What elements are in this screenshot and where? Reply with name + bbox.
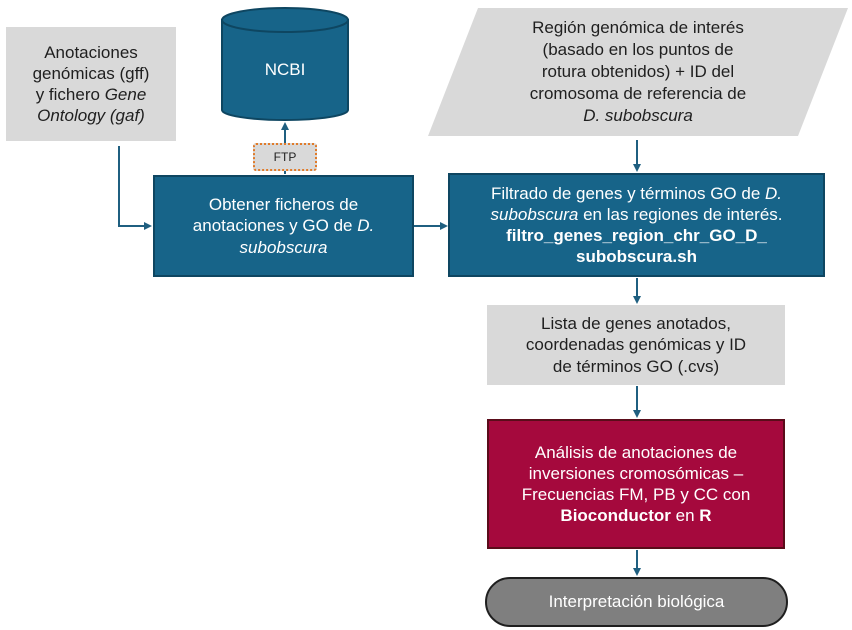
arrow-annotations-to-obtain xyxy=(118,146,152,230)
obtain-line-2: anotaciones y GO de D. xyxy=(192,216,375,236)
analysis-line-4: Bioconductor en R xyxy=(560,506,712,526)
obtain-line-1: Obtener ficheros de xyxy=(208,195,359,215)
region-parallelogram xyxy=(428,8,848,136)
obtain-files-process-box: Obtener ficheros de anotaciones y GO de … xyxy=(153,175,414,277)
region-line-2: (basado en los puntos de xyxy=(542,39,734,59)
filter-line-3: filtro_genes_region_chr_GO_D_ xyxy=(506,226,767,245)
annotations-line-4: Ontology (gaf) xyxy=(37,106,145,126)
annotations-line-1: Anotaciones xyxy=(44,42,138,62)
obtain-line-3: subobscura xyxy=(239,237,328,257)
gene-list-output-box: Lista de genes anotados, coordenadas gen… xyxy=(487,305,785,385)
annotations-line-3: y fichero Gene xyxy=(35,85,147,104)
filter-line-4: subobscura.sh xyxy=(576,247,697,267)
list-line-2: coordenadas genómicas y ID xyxy=(525,335,747,355)
region-line-1: Región genómica de interés xyxy=(532,17,744,37)
region-line-4: cromosoma de referencia de xyxy=(529,84,747,104)
ncbi-label: NCBI xyxy=(222,50,348,90)
ftp-label: FTP xyxy=(253,143,317,171)
analysis-line-2: inversiones cromosómicas – xyxy=(528,463,744,483)
region-line-3: rotura obtenidos) + ID del xyxy=(541,61,735,81)
ncbi-text: NCBI xyxy=(264,60,306,79)
annotations-line-2: genómicas (gff) xyxy=(32,63,150,83)
region-input-text: Región genómica de interés (basado en lo… xyxy=(468,8,808,136)
analysis-line-3: Frecuencias FM, PB y CC con xyxy=(521,485,751,504)
ncbi-database-icon xyxy=(221,7,349,121)
region-line-5: D. subobscura xyxy=(583,106,693,126)
list-line-1: Lista de genes anotados, xyxy=(541,314,731,334)
interpretation-terminal: Interpretación biológica xyxy=(485,577,788,627)
filter-genes-process-box: Filtrado de genes y términos GO de D. su… xyxy=(448,173,825,277)
analysis-process-box: Análisis de anotaciones de inversiones c… xyxy=(487,419,785,549)
filter-line-1: Filtrado de genes y términos GO de D. xyxy=(490,183,783,203)
analysis-line-1: Análisis de anotaciones de xyxy=(534,442,738,462)
annotations-input-box: Anotaciones genómicas (gff) y fichero Ge… xyxy=(6,27,176,141)
list-line-3: de términos GO (.cvs) xyxy=(552,356,720,376)
filter-line-2: subobscura en las regiones de interés. xyxy=(490,204,783,224)
